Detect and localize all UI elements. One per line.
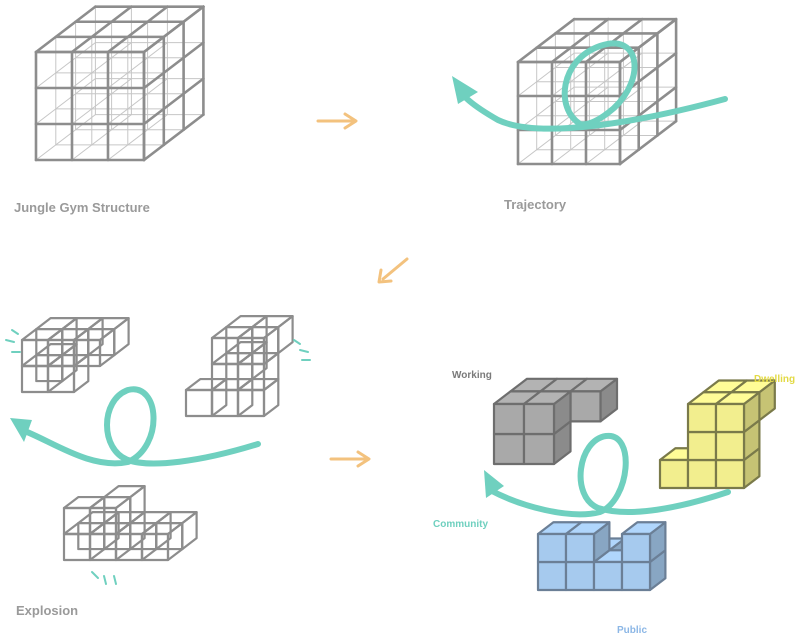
dwelling-block — [658, 379, 776, 490]
jungle-gym-label: Jungle Gym Structure — [14, 200, 150, 215]
grid-line-outer — [618, 17, 678, 64]
cube-front-face — [620, 532, 652, 564]
jungle-gym-cube — [34, 5, 205, 162]
grid-line-outer — [34, 5, 97, 54]
explosion-piece-left — [20, 317, 130, 394]
grid-line-inner — [551, 86, 609, 131]
grid-line-inner — [551, 120, 609, 165]
grid-line-outer — [142, 113, 205, 162]
grid-line-outer — [516, 17, 576, 64]
trajectory-label: Trajectory — [504, 197, 567, 212]
trajectory-curve — [452, 40, 728, 132]
explosion-piece-right — [184, 315, 294, 418]
grid-line-outer — [106, 5, 169, 54]
cube-front-face — [714, 402, 746, 434]
cube-front-face — [564, 560, 596, 592]
cube-top-face — [140, 521, 184, 536]
cube-front-face — [714, 458, 746, 490]
grid-line-inner — [35, 78, 96, 125]
grid-line-outer — [618, 119, 678, 166]
working-block — [492, 377, 619, 466]
dwelling-label: Dwelling — [754, 374, 796, 385]
cube-front-face — [564, 532, 596, 564]
cube-top-face — [72, 327, 116, 342]
grid-line-inner — [71, 42, 132, 89]
cube-top-face — [103, 485, 146, 499]
cube-front-face — [184, 388, 214, 418]
cube-front-face — [686, 458, 718, 490]
cube-front-face — [592, 560, 624, 592]
grid-line-outer — [550, 17, 610, 64]
grid-line-inner — [585, 120, 643, 165]
cube-front-face — [686, 402, 718, 434]
cube-front-face — [522, 402, 556, 436]
grid-line-inner — [35, 114, 96, 161]
grid-line-outer — [142, 41, 205, 90]
public-block — [536, 521, 667, 592]
cube-front-face — [492, 402, 526, 436]
public-label: Public — [617, 625, 648, 636]
grid-line-inner — [107, 114, 168, 161]
cube-front-face — [714, 430, 746, 462]
grid-line-inner — [71, 114, 132, 161]
cube-front-face — [88, 506, 118, 536]
grid-line-inner — [107, 42, 168, 89]
cube-front-face — [686, 430, 718, 462]
community-label: Community — [433, 519, 488, 530]
cube-top-face — [87, 317, 130, 331]
grid-line-inner — [517, 52, 575, 97]
cube-front-face — [492, 432, 526, 466]
flow-arrow-right-1 — [316, 112, 358, 130]
cube-front-face — [140, 532, 170, 562]
cube-top-face — [88, 495, 132, 510]
explosion-piece-bottom — [62, 485, 198, 562]
cube-front-face — [536, 532, 568, 564]
cube-top-face — [155, 511, 198, 525]
explosion-trajectory — [10, 386, 261, 467]
working-label: Working — [452, 370, 492, 381]
cube-top-face — [251, 315, 294, 329]
cube-front-face — [522, 432, 556, 466]
cube-front-face — [569, 390, 602, 423]
cube-front-face — [620, 560, 652, 592]
grid-line-outer — [142, 5, 205, 54]
community-trajectory — [484, 432, 731, 518]
cube-front-face — [62, 532, 92, 562]
grid-line-inner — [551, 52, 609, 97]
explosion-label: Explosion — [16, 603, 79, 618]
grid-line-inner — [35, 42, 96, 89]
cube-front-face — [536, 560, 568, 592]
burst-marks — [5, 329, 311, 585]
cube-top-face — [236, 325, 280, 340]
trajectory-cube — [516, 17, 678, 166]
grid-line-outer — [70, 5, 133, 54]
grid-line-outer — [142, 77, 205, 126]
cube-front-face — [72, 338, 102, 368]
cube-front-face — [658, 458, 690, 490]
grid-line-inner — [71, 78, 132, 125]
flow-arrow-diagonal — [377, 257, 409, 284]
cube-front-face — [20, 364, 50, 394]
grid-line-inner — [107, 78, 168, 125]
cube-front-face — [236, 336, 266, 366]
flow-arrow-right-2 — [329, 450, 371, 468]
